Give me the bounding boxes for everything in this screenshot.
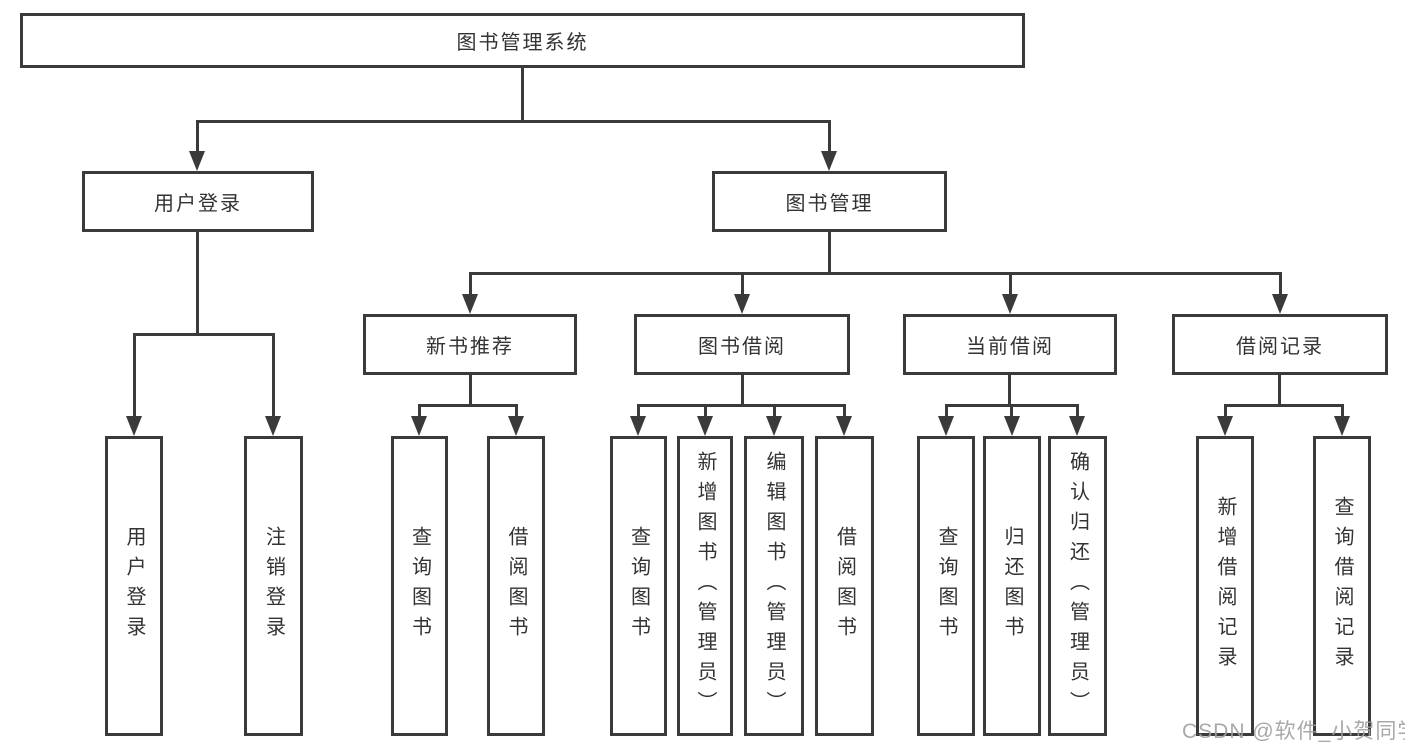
leaf-query-borrow-record: 查询借阅记录: [1313, 436, 1371, 736]
leaf-query-borrow-record-label: 查询借阅记录: [1331, 496, 1353, 676]
connector-line: [1010, 404, 1013, 416]
arrowhead-icon: [1004, 416, 1020, 436]
leaf-confirm-return-admin: 确认归还（管理员）: [1048, 436, 1107, 736]
connector-line: [1278, 375, 1281, 407]
node-user-login-label: 用户登录: [154, 193, 242, 215]
connector-line: [133, 333, 136, 416]
node-borrow-records-label: 借阅记录: [1236, 336, 1324, 358]
leaf-query-books-1-label: 查询图书: [408, 526, 431, 646]
connector-line: [196, 232, 199, 336]
connector-line: [773, 404, 776, 416]
leaf-user-login: 用户登录: [105, 436, 163, 736]
connector-line: [637, 404, 640, 416]
connector-line: [469, 272, 1281, 275]
connector-line: [945, 404, 948, 416]
leaf-return-books: 归还图书: [983, 436, 1041, 736]
arrowhead-icon: [1272, 294, 1288, 314]
leaf-borrow-books-2-label: 借阅图书: [833, 526, 856, 646]
leaf-query-books-3-label: 查询图书: [935, 526, 957, 646]
arrowhead-icon: [938, 416, 954, 436]
node-book-management: 图书管理: [712, 171, 947, 232]
connector-line: [1076, 404, 1079, 416]
leaf-query-books-3: 查询图书: [917, 436, 975, 736]
arrowhead-icon: [630, 416, 646, 436]
leaf-borrow-books-1: 借阅图书: [487, 436, 545, 736]
node-root-label: 图书管理系统: [456, 32, 589, 54]
connector-line: [741, 272, 744, 294]
connector-line: [704, 404, 707, 416]
arrowhead-icon: [462, 294, 478, 314]
connector-line: [1224, 404, 1344, 407]
arrowhead-icon: [734, 294, 750, 314]
arrowhead-icon: [836, 416, 852, 436]
arrowhead-icon: [697, 416, 713, 436]
leaf-add-borrow-record: 新增借阅记录: [1196, 436, 1254, 736]
node-book-borrow: 图书借阅: [634, 314, 850, 375]
connector-line: [469, 272, 472, 294]
connector-line: [515, 404, 518, 416]
node-book-borrow-label: 图书借阅: [698, 336, 786, 358]
arrowhead-icon: [1002, 294, 1018, 314]
connector-line: [418, 404, 421, 416]
connector-line: [1224, 404, 1227, 416]
arrowhead-icon: [411, 416, 427, 436]
leaf-return-books-label: 归还图书: [1001, 526, 1023, 646]
leaf-add-books-admin: 新增图书（管理员）: [677, 436, 733, 736]
leaf-edit-books-admin: 编辑图书（管理员）: [744, 436, 804, 736]
connector-line: [828, 120, 831, 151]
arrowhead-icon: [189, 151, 205, 171]
arrowhead-icon: [1069, 416, 1085, 436]
connector-line: [196, 120, 199, 151]
arrowhead-icon: [766, 416, 782, 436]
connector-line: [1009, 272, 1012, 294]
node-new-book-recommend: 新书推荐: [363, 314, 577, 375]
leaf-edit-books-admin-label: 编辑图书（管理员）: [763, 451, 785, 721]
node-current-borrow: 当前借阅: [903, 314, 1117, 375]
node-current-borrow-label: 当前借阅: [966, 336, 1054, 358]
node-user-login: 用户登录: [82, 171, 314, 232]
connector-line: [418, 404, 518, 407]
arrowhead-icon: [1217, 416, 1233, 436]
arrowhead-icon: [1334, 416, 1350, 436]
arrowhead-icon: [126, 416, 142, 436]
leaf-add-books-admin-label: 新增图书（管理员）: [694, 451, 716, 721]
connector-line: [521, 68, 524, 123]
connector-line: [828, 232, 831, 275]
leaf-query-books-2-label: 查询图书: [627, 526, 650, 646]
connector-line: [741, 375, 744, 407]
connector-line: [843, 404, 846, 416]
leaf-user-login-label: 用户登录: [123, 526, 145, 646]
leaf-borrow-books-2: 借阅图书: [815, 436, 874, 736]
node-borrow-records: 借阅记录: [1172, 314, 1388, 375]
arrowhead-icon: [508, 416, 524, 436]
leaf-borrow-books-1-label: 借阅图书: [505, 526, 527, 646]
arrowhead-icon: [821, 151, 837, 171]
leaf-query-books-2: 查询图书: [610, 436, 667, 736]
connector-line: [196, 120, 831, 123]
leaf-add-borrow-record-label: 新增借阅记录: [1214, 496, 1236, 676]
csdn-watermark: CSDN @软件_小贺同学: [1182, 720, 1405, 743]
connector-line: [272, 333, 275, 416]
connector-line: [133, 333, 275, 336]
node-new-book-recommend-label: 新书推荐: [426, 336, 514, 358]
leaf-query-books-1: 查询图书: [391, 436, 448, 736]
connector-line: [637, 404, 846, 407]
connector-line: [1008, 375, 1011, 407]
connector-line: [1341, 404, 1344, 416]
arrowhead-icon: [265, 416, 281, 436]
connector-line: [1279, 272, 1282, 294]
node-book-management-label: 图书管理: [785, 193, 874, 215]
leaf-logout: 注销登录: [244, 436, 303, 736]
leaf-confirm-return-admin-label: 确认归还（管理员）: [1066, 451, 1089, 721]
leaf-logout-label: 注销登录: [262, 526, 285, 646]
node-root: 图书管理系统: [20, 13, 1025, 68]
connector-line: [469, 375, 472, 407]
